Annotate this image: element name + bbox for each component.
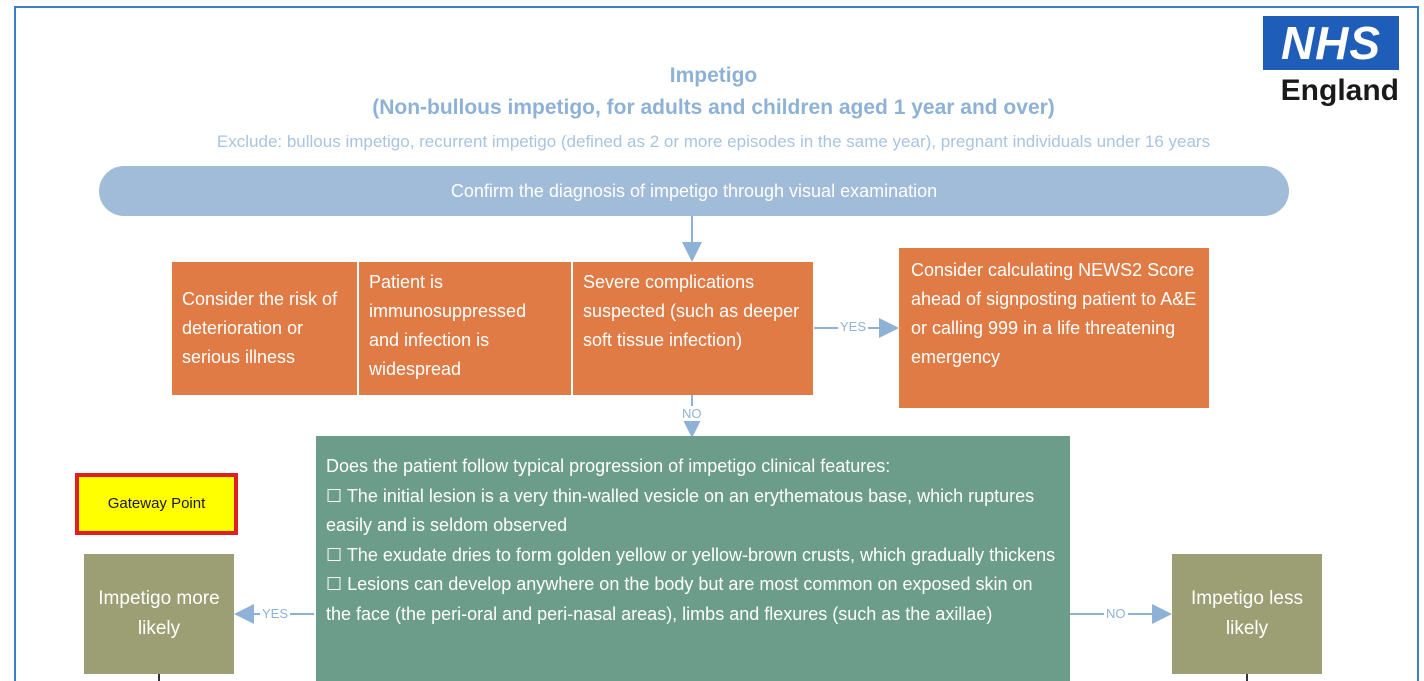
feature-checkbox-3: ☐ Lesions can develop anywhere on the bo… xyxy=(326,574,1033,624)
page-title: Impetigo xyxy=(669,64,758,87)
exclusion-criteria: Exclude: bullous impetigo, recurrent imp… xyxy=(216,132,1211,151)
flowchart-frame: Impetigo (Non-bullous impetigo, for adul… xyxy=(14,6,1419,681)
page-subtitle: (Non-bullous impetigo, for adults and ch… xyxy=(372,96,1055,119)
immunosuppressed-box: Patient is immunosuppressed and infectio… xyxy=(359,262,571,395)
clinical-features-question: Does the patient follow typical progress… xyxy=(326,456,891,476)
gateway-point-badge: Gateway Point xyxy=(75,473,238,535)
clinical-features-box: Does the patient follow typical progress… xyxy=(316,436,1070,681)
yes-label-severe: YES xyxy=(838,319,869,334)
risk-box: Consider the risk of deterioration or se… xyxy=(172,262,357,395)
impetigo-more-likely-box: Impetigo more likely xyxy=(84,554,234,674)
severe-complications-box: Severe complications suspected (such as … xyxy=(573,262,813,395)
nhs-logo-region: England xyxy=(1280,74,1399,107)
nhs-england-logo: NHS England xyxy=(1259,16,1404,108)
red-flag-row: Consider the risk of deterioration or se… xyxy=(172,262,813,395)
nhs-logo-mark: NHS xyxy=(1263,16,1399,70)
yes-label-features: YES xyxy=(260,606,291,621)
feature-checkbox-2: ☐ The exudate dries to form golden yello… xyxy=(326,544,1056,565)
no-label-features: NO xyxy=(1104,606,1128,621)
confirm-diagnosis-step: Confirm the diagnosis of impetigo throug… xyxy=(99,166,1289,216)
impetigo-less-likely-box: Impetigo less likely xyxy=(1172,554,1322,674)
news2-box: Consider calculating NEWS2 Score ahead o… xyxy=(899,248,1209,408)
feature-checkbox-1: ☐ The initial lesion is a very thin-wall… xyxy=(326,485,1035,536)
no-label-severe: NO xyxy=(680,406,704,421)
